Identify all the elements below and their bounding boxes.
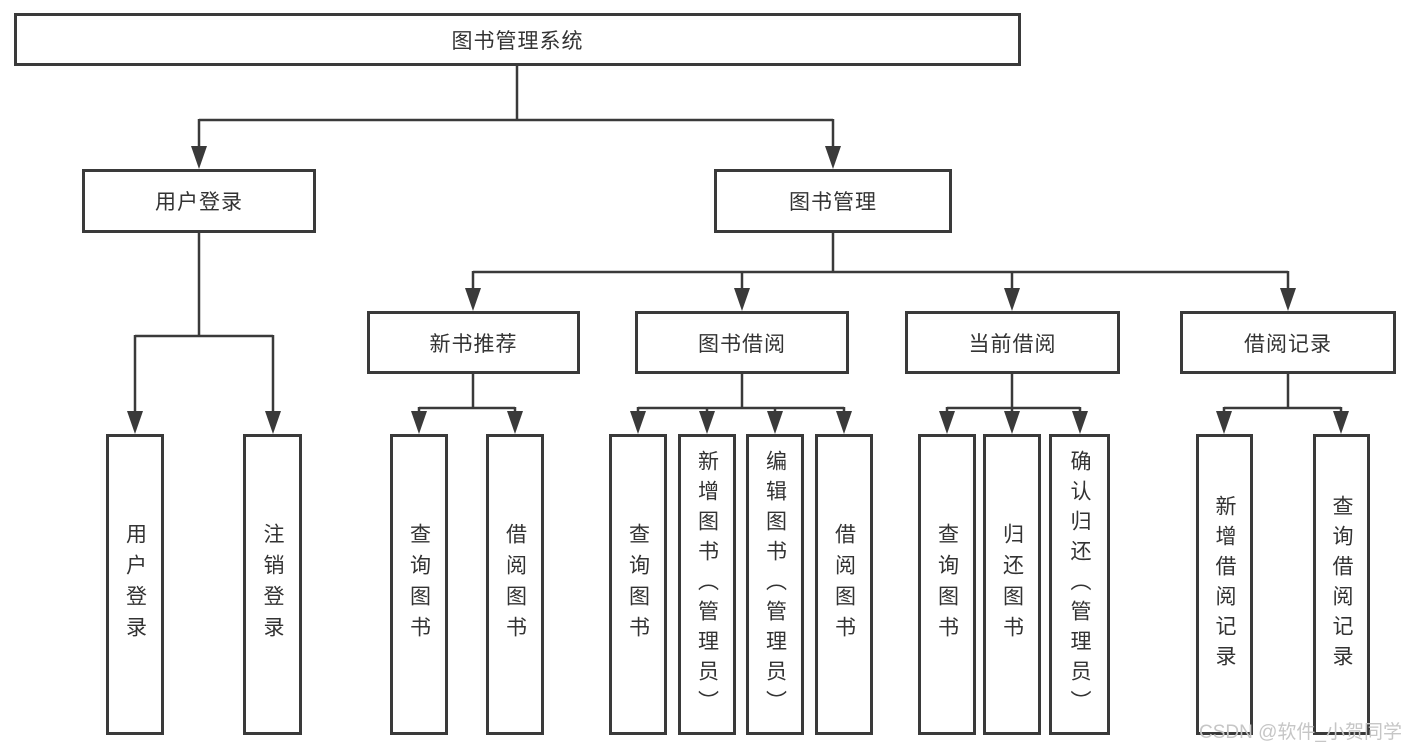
node-new-book-recommend: 新书推荐 (367, 311, 580, 374)
leaf-logout: 注销登录 (243, 434, 302, 735)
node-label: 查询图书 (626, 522, 650, 647)
node-library-management-system: 图书管理系统 (14, 13, 1021, 66)
node-borrow-records: 借阅记录 (1180, 311, 1396, 374)
node-label: 新增借阅记录 (1213, 494, 1236, 675)
arrowheads (127, 146, 1349, 434)
node-book-borrow: 图书借阅 (635, 311, 849, 374)
watermark: CSDN @软件_小贺同学 (1199, 722, 1402, 743)
leaf-borrow-books-recommend: 借阅图书 (486, 434, 544, 735)
leaf-query-books-current: 查询图书 (918, 434, 976, 735)
node-current-borrow: 当前借阅 (905, 311, 1120, 374)
leaf-user-login: 用户登录 (106, 434, 164, 735)
leaf-query-books-borrow: 查询图书 (609, 434, 667, 735)
node-label: 当前借阅 (968, 332, 1057, 356)
node-label: 图书管理 (789, 191, 877, 214)
node-label: 注销登录 (261, 522, 284, 647)
leaf-confirm-return-admin: 确认归还（管理员） (1049, 434, 1110, 735)
node-label: 归还图书 (1000, 522, 1024, 647)
node-label: 借阅记录 (1244, 332, 1332, 356)
node-label: 查询借阅记录 (1330, 494, 1353, 675)
leaf-add-books-admin: 新增图书（管理员） (678, 434, 736, 735)
node-label: 新书推荐 (429, 332, 518, 356)
node-label: 图书管理系统 (451, 29, 584, 53)
node-user-login: 用户登录 (82, 169, 316, 233)
node-label: 确认归还（管理员） (1068, 449, 1091, 720)
leaf-add-borrow-record: 新增借阅记录 (1196, 434, 1253, 735)
node-label: 用户登录 (123, 522, 147, 647)
node-label: 编辑图书（管理员） (763, 449, 787, 720)
node-label: 查询图书 (407, 522, 431, 647)
leaf-query-borrow-record: 查询借阅记录 (1313, 434, 1370, 735)
node-label: 借阅图书 (832, 522, 856, 647)
leaf-borrow-books: 借阅图书 (815, 434, 873, 735)
node-label: 图书借阅 (698, 332, 786, 356)
leaf-return-books: 归还图书 (983, 434, 1041, 735)
node-label: 用户登录 (155, 191, 243, 214)
node-label: 查询图书 (935, 522, 959, 647)
node-book-management: 图书管理 (714, 169, 952, 233)
leaf-edit-books-admin: 编辑图书（管理员） (746, 434, 804, 735)
node-label: 新增图书（管理员） (695, 449, 719, 720)
leaf-query-books-recommend: 查询图书 (390, 434, 448, 735)
node-label: 借阅图书 (503, 522, 527, 647)
